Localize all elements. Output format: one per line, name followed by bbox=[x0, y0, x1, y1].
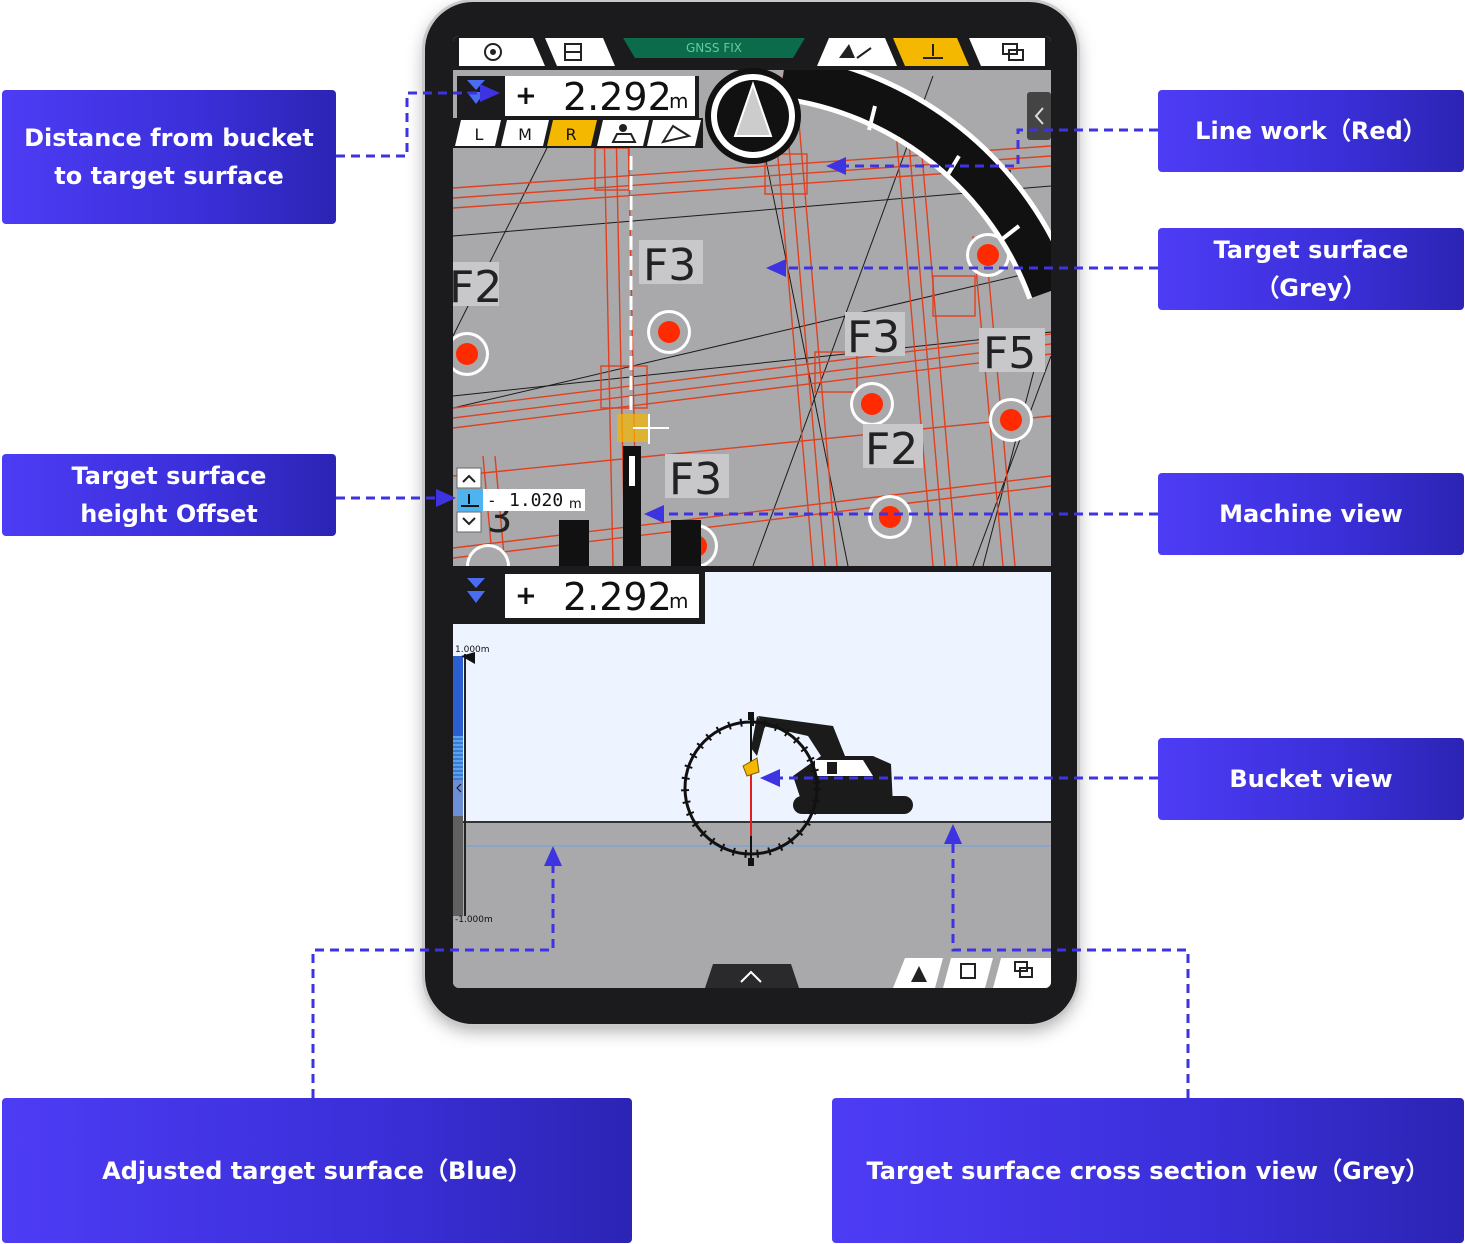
callout-adjusted-surface: Adjusted target surface（Blue） bbox=[2, 1098, 632, 1243]
bucket-view-icon bbox=[911, 966, 927, 982]
chevron-left-icon bbox=[1034, 107, 1044, 125]
callout-target-surface: Target surface （Grey） bbox=[1158, 228, 1464, 310]
surface-3d-button[interactable] bbox=[647, 120, 701, 146]
target-surface-button[interactable] bbox=[893, 38, 969, 66]
machine-axis-button[interactable] bbox=[817, 38, 897, 66]
callout-machine-view: Machine view bbox=[1158, 473, 1464, 555]
machine-axis-icon bbox=[839, 44, 872, 59]
height-offset-control: - 1.020 m bbox=[456, 467, 585, 533]
north-arrow-icon bbox=[733, 80, 773, 137]
map-label: F2 bbox=[865, 424, 918, 475]
callout-height-offset: Target surface height Offset bbox=[2, 454, 336, 536]
distance-readout-top: + 2.292 m bbox=[457, 75, 699, 119]
edge-mode-bar: L M R bbox=[453, 118, 703, 148]
map-label: F3 bbox=[643, 240, 696, 291]
screen-canvas: F3 F2 F3 F5 F2 F3 5 3 bbox=[453, 36, 1051, 988]
map-label: F3 bbox=[669, 454, 722, 505]
edge-mode-r[interactable] bbox=[547, 120, 597, 146]
readout-value: 2.292 bbox=[563, 75, 672, 119]
readout-sign: + bbox=[515, 581, 537, 611]
chevron-down-icon bbox=[462, 517, 476, 526]
readout-unit: m bbox=[669, 589, 688, 613]
offset-sign: - bbox=[487, 491, 497, 510]
offset-unit: m bbox=[569, 497, 582, 512]
svg-text:R: R bbox=[565, 125, 576, 144]
bucket-target-circle bbox=[681, 712, 821, 866]
map-label: F3 bbox=[847, 312, 900, 363]
layers-button[interactable] bbox=[969, 38, 1045, 66]
offset-down-button[interactable] bbox=[456, 511, 482, 533]
bucket-icon bbox=[742, 757, 760, 777]
scale-bottom-label: -1.000m bbox=[455, 915, 493, 925]
readout-unit: m bbox=[669, 89, 688, 113]
excavator-side-icon bbox=[751, 716, 913, 814]
arrow-down-icon bbox=[467, 578, 485, 603]
layers-icon bbox=[1002, 43, 1024, 61]
side-panel-tab[interactable] bbox=[1027, 92, 1051, 140]
expand-button[interactable] bbox=[705, 964, 799, 988]
bucket-view[interactable]: 1.000m -1.000m bbox=[453, 572, 1051, 988]
gnss-text: GNSS FIX bbox=[686, 41, 742, 55]
gear-icon bbox=[484, 43, 502, 61]
app-screen: F3 F2 F3 F5 F2 F3 5 3 bbox=[453, 36, 1051, 988]
surface-3d-icon bbox=[660, 124, 692, 144]
level-icon bbox=[611, 124, 637, 143]
svg-text:M: M bbox=[518, 125, 532, 144]
readout-value: 2.292 bbox=[563, 575, 672, 619]
target-surface-icon bbox=[923, 44, 943, 59]
chevron-up-icon bbox=[740, 970, 762, 983]
view-divider bbox=[453, 566, 1051, 572]
excavator-top-icon bbox=[559, 414, 701, 566]
zoom-fit-button[interactable] bbox=[943, 958, 993, 988]
split-layout-icon bbox=[564, 43, 582, 61]
callout-distance: Distance from bucket to target surface bbox=[2, 90, 336, 224]
top-toolbar: GNSS FIX bbox=[453, 36, 1051, 70]
callout-bucket-view: Bucket view bbox=[1158, 738, 1464, 820]
distance-readout-bottom: + 2.292 m bbox=[453, 572, 705, 624]
callout-cross-section: Target surface cross section view（Grey） bbox=[832, 1098, 1464, 1243]
offset-up-button[interactable] bbox=[456, 467, 482, 489]
edge-mode-m[interactable] bbox=[501, 120, 549, 146]
svg-text:L: L bbox=[475, 125, 484, 144]
gnss-status bbox=[623, 38, 805, 58]
chevron-up-icon bbox=[462, 474, 476, 483]
readout-sign: + bbox=[515, 81, 537, 111]
scale-top-label: 1.000m bbox=[455, 645, 490, 655]
map-label: F5 bbox=[983, 328, 1036, 379]
callout-linework: Line work（Red） bbox=[1158, 90, 1464, 172]
offset-value: 1.020 bbox=[509, 490, 563, 511]
map-label: F2 bbox=[453, 262, 502, 313]
compass[interactable] bbox=[705, 68, 801, 164]
